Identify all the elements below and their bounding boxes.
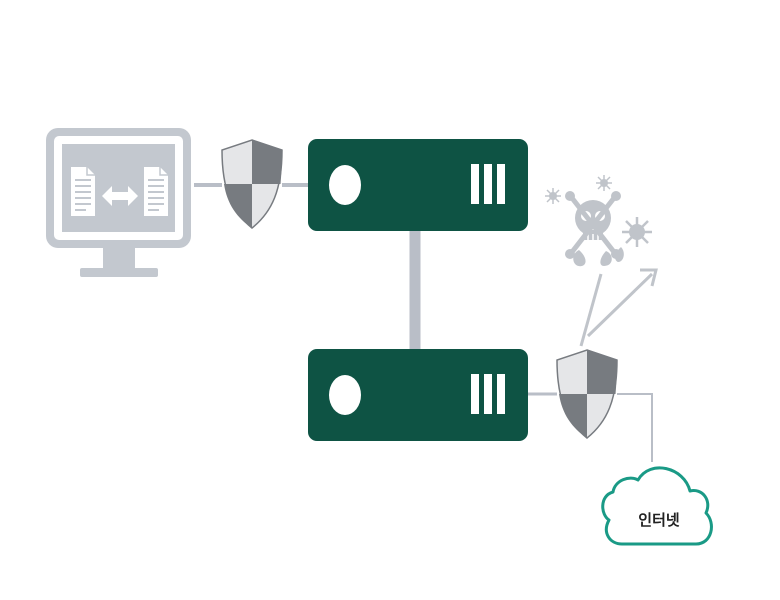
workstation-monitor <box>46 128 191 277</box>
deflect-arrow-head <box>640 268 658 287</box>
server-icon-upper <box>308 139 528 231</box>
threat-blob-icon <box>573 247 624 267</box>
monitor-stand <box>80 268 158 277</box>
virus-icon-large-right <box>622 217 652 247</box>
server-light-upper <box>329 165 361 205</box>
deflection-arrows <box>579 268 658 347</box>
monitor-neck <box>103 248 135 268</box>
deflect-arrow-1 <box>579 273 603 347</box>
server-body-upper <box>308 139 528 231</box>
deflect-arrow-2 <box>586 272 654 338</box>
connectors <box>194 183 653 462</box>
sync-arrows-icon <box>102 186 138 206</box>
document-icon-right <box>144 167 168 216</box>
cloud-label: 인터넷 <box>638 511 680 529</box>
connector-shield-cloud <box>617 393 653 462</box>
server-icon-lower <box>308 349 528 441</box>
shield-icon-lower <box>556 349 618 439</box>
skull-crossbones-icon <box>565 191 621 259</box>
server-light-lower <box>329 375 361 415</box>
cloud-icon: 인터넷 <box>601 466 713 546</box>
shield-icon-upper <box>221 139 283 229</box>
virus-icon-small-top <box>596 175 612 191</box>
document-icon-left <box>71 167 95 216</box>
virus-icon-small-left <box>545 188 561 204</box>
server-body-lower <box>308 349 528 441</box>
